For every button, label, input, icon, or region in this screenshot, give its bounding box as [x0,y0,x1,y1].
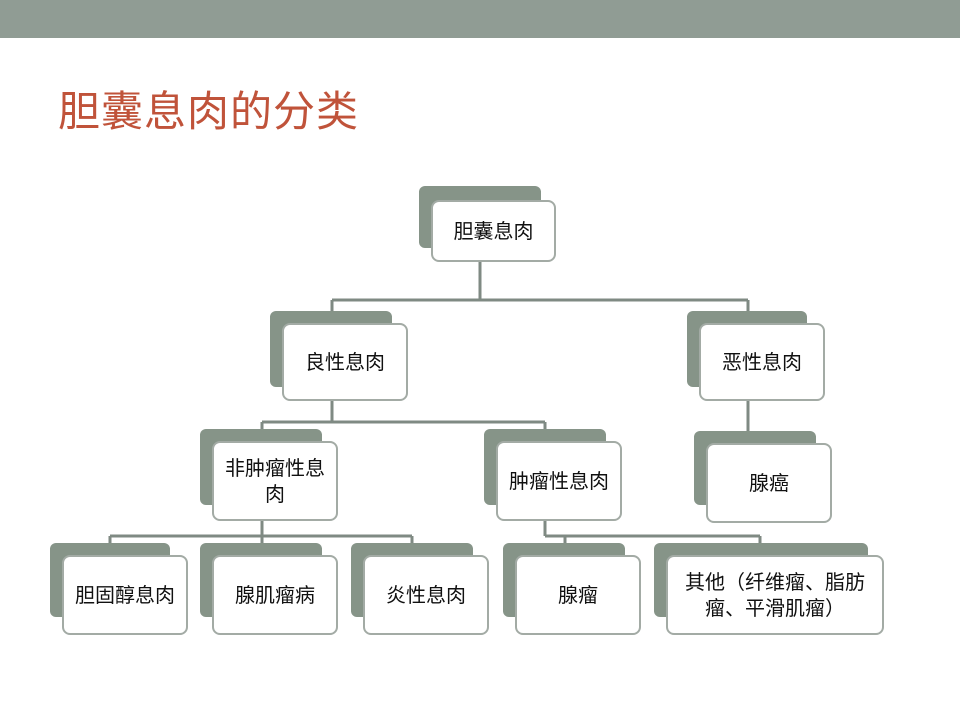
slide-title: 胆囊息肉的分类 [58,87,360,136]
node-non-neoplastic-label: 非肿瘤性息肉 [212,441,338,521]
node-inflammatory-label: 炎性息肉 [363,555,489,635]
node-cholesterol-label: 胆固醇息肉 [62,555,188,635]
node-root-label: 胆囊息肉 [431,200,556,262]
node-neoplastic-label: 肿瘤性息肉 [496,441,622,521]
node-adenomyomatosis-label: 腺肌瘤病 [212,555,338,635]
node-other-label: 其他（纤维瘤、脂肪瘤、平滑肌瘤） [666,555,884,635]
node-adenoma-label: 腺瘤 [515,555,641,635]
node-malignant-label: 恶性息肉 [699,323,825,401]
node-adenocarcinoma-label: 腺癌 [706,443,832,523]
node-benign-label: 良性息肉 [282,323,408,401]
top-bar [0,0,960,38]
